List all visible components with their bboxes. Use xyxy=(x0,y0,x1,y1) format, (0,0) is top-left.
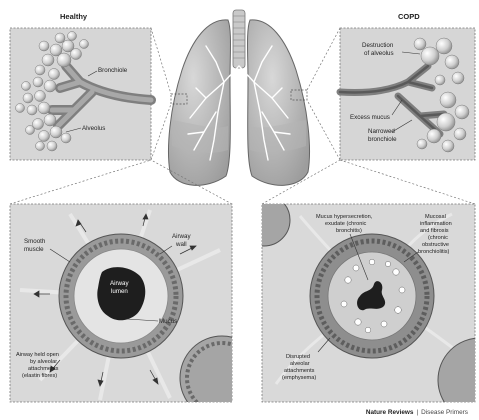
hypersecretion-label-line3: bronchitis) xyxy=(336,228,362,234)
airway-lumen-label-line1: Airway xyxy=(110,280,129,287)
inflammation-label-line3: and fibrosis xyxy=(420,228,449,234)
copd-heading: COPD xyxy=(398,12,420,21)
held-open-label-line4: (elastin fibres) xyxy=(22,373,57,379)
inflammation-label-line1: Mucosal xyxy=(425,214,446,220)
credit-separator: | xyxy=(416,409,418,416)
credit-series: Disease Primers xyxy=(421,409,468,416)
inflammation-label-line5: obstructive xyxy=(422,242,449,248)
healthy-bronchiole-panel: Bronchiole Alveolus xyxy=(10,28,151,160)
copd-bronchiole-panel: Destruction of alveolus Excess mucus Nar… xyxy=(340,28,475,160)
excess-mucus-label: Excess mucus xyxy=(350,114,390,121)
alveolus-label: Alveolus xyxy=(82,125,105,132)
disrupted-label-line4: (emphysema) xyxy=(282,375,316,381)
smooth-muscle-label-line1: Smooth xyxy=(24,238,46,245)
healthy-heading: Healthy xyxy=(60,12,88,21)
disrupted-label-line3: attachments xyxy=(284,368,315,374)
hypersecretion-label-line2: exudate (chronic xyxy=(325,221,367,227)
narrowed-label-line2: bronchiole xyxy=(368,136,397,143)
mucus-label: Mucus xyxy=(159,318,177,325)
airway-wall-label-line1: Airway xyxy=(172,233,191,240)
held-open-label-line1: Airway held open xyxy=(16,352,59,358)
healthy-airway-panel: Airway lumen Smooth muscle Airway wall M… xyxy=(10,204,264,420)
lungs-illustration xyxy=(169,10,310,185)
airway-lumen-label-line2: lumen xyxy=(111,288,128,295)
smooth-muscle-label-line2: muscle xyxy=(24,246,44,253)
credit-journal: Nature Reviews xyxy=(366,409,414,416)
airway-wall-label-line2: wall xyxy=(175,241,187,248)
bronchiole-label: Bronchiole xyxy=(98,67,128,74)
destruction-label-line2: of alveolus xyxy=(364,50,394,57)
disrupted-label-line2: alveolar xyxy=(290,361,310,367)
inflammation-label-line2: inflammation xyxy=(420,221,452,227)
hypersecretion-label-line1: Mucus hypersecretion, xyxy=(316,214,373,220)
credit-line: Nature Reviews|Disease Primers xyxy=(366,409,468,416)
held-open-label-line3: attachments xyxy=(28,366,59,372)
destruction-label-line1: Destruction xyxy=(362,42,394,49)
held-open-label-line2: by alveolar xyxy=(30,359,57,365)
inflammation-label-line4: (chronic xyxy=(428,235,448,241)
inflammation-label-line6: bronchiolitis) xyxy=(418,249,450,255)
disrupted-label-line1: Disrupted xyxy=(286,354,310,360)
copd-airway-panel: Mucus hypersecretion, exudate (chronic b… xyxy=(238,194,479,420)
narrowed-label-line1: Narrowed xyxy=(368,128,395,135)
